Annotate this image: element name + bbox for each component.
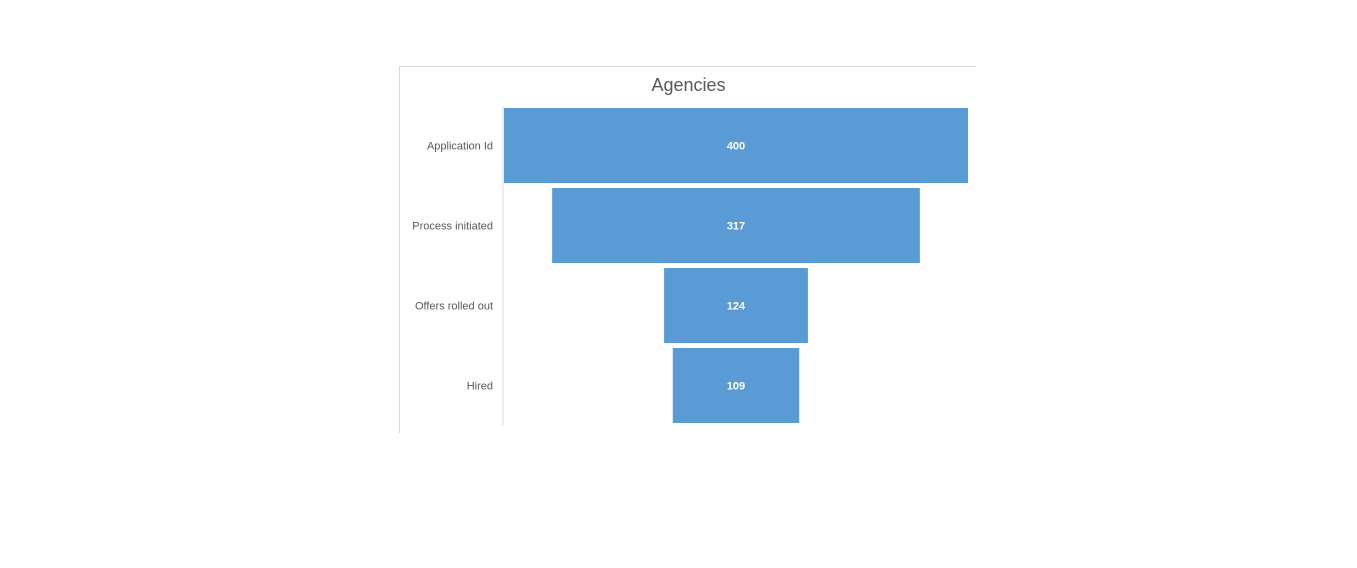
data-label-application-id: 400 — [727, 141, 745, 153]
funnel-chart: 400 Application Id 317 Process initiated 124… — [412, 106, 968, 425]
category-label-application-id: Application Id — [427, 141, 493, 153]
category-label-process-initiated: Process initiated — [412, 221, 493, 233]
data-label-process-initiated: 317 — [727, 221, 745, 233]
funnel-bar-offers-rolled-out — [664, 268, 808, 343]
data-label-offers-rolled-out: 124 — [727, 301, 746, 313]
chart-title: Agencies — [651, 75, 726, 95]
bars-group: 400 Application Id 317 Process initiated 124… — [412, 108, 968, 423]
funnel-bar-hired — [672, 348, 800, 423]
funnel-bar-application-id — [504, 108, 968, 183]
category-label-hired: Hired — [467, 381, 493, 393]
category-label-offers-rolled-out: Offers rolled out — [415, 301, 493, 313]
chart-frame: Agencies 400 Application Id 317 Process ini… — [399, 66, 976, 433]
data-label-hired: 109 — [727, 381, 745, 393]
funnel-bar-process-initiated — [552, 188, 920, 263]
